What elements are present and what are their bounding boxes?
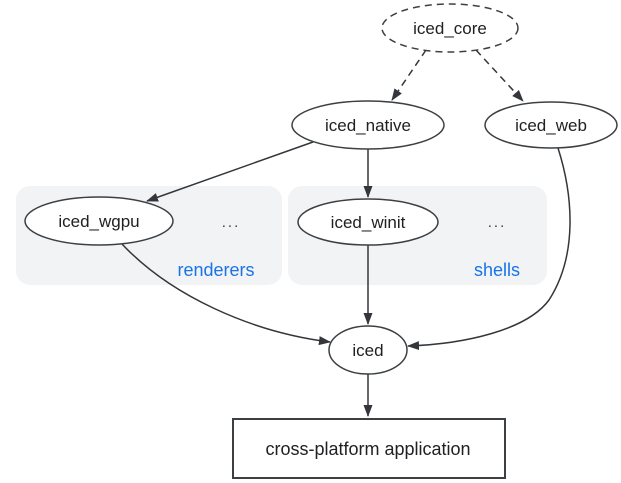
- node-label-iced-core: iced_core: [413, 19, 487, 38]
- edge-iced_core-to-iced_native: [391, 49, 427, 101]
- node-ellipse-iced-wgpu: [24, 196, 174, 246]
- node-label-iced: iced: [352, 341, 383, 360]
- node-label-application: cross-platform application: [265, 439, 470, 459]
- node-label-iced-winit: iced_winit: [331, 213, 406, 232]
- edge-iced_core-to-iced_web: [475, 49, 524, 102]
- node-label-iced-native: iced_native: [325, 116, 411, 135]
- node-ellipse-iced-winit: [297, 198, 439, 246]
- edge-iced_native-to-iced_wgpu: [146, 141, 314, 202]
- node-label-iced-web: iced_web: [515, 116, 587, 135]
- renderers-ellipsis: ...: [222, 214, 241, 231]
- node-ellipse-iced-native: [291, 100, 445, 150]
- node-ellipse-iced-web: [484, 101, 618, 149]
- node-label-iced-wgpu: iced_wgpu: [58, 212, 139, 231]
- node-rect-application: [232, 418, 506, 479]
- node-ellipse-iced-core: [381, 3, 519, 53]
- shells-group-label: shells: [474, 260, 520, 280]
- renderers-group-label: renderers: [177, 260, 254, 280]
- edge-iced_wgpu-to-iced: [121, 243, 331, 346]
- node-ellipse-iced: [328, 325, 408, 375]
- edge-iced_web-to-iced: [407, 147, 571, 351]
- shells-ellipsis: ...: [488, 214, 507, 231]
